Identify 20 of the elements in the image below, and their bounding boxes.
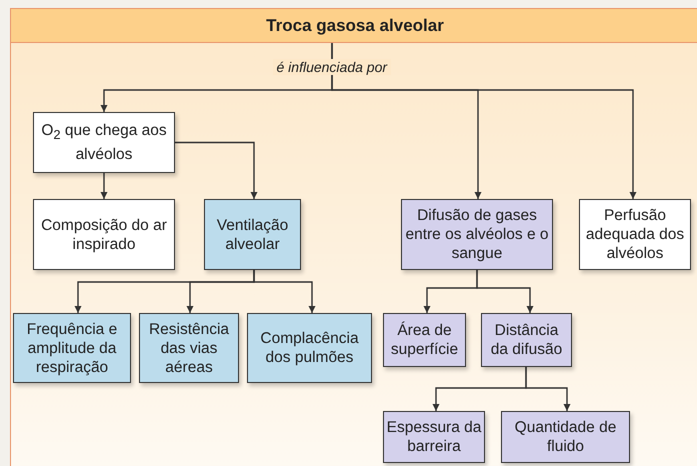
concept-box: Ventilação alveolar [204, 199, 301, 270]
concept-box: Perfusão adequada dos alvéolos [579, 199, 691, 270]
edge-label: é influenciada por [272, 58, 392, 74]
arrow [100, 173, 108, 199]
concept-box: Composição do ar inspirado [33, 199, 175, 270]
concept-box: Espessura da barreira [383, 411, 485, 463]
concept-box: Área de superfície [383, 313, 466, 367]
concept-box: Complacência dos pulmões [247, 313, 372, 383]
arrow [331, 43, 636, 199]
concept-box: O$_{2}$ que chega aos alvéolos [33, 112, 175, 173]
arrow [476, 270, 534, 313]
arrow [175, 142, 258, 199]
concept-box: Distância da difusão [481, 313, 572, 367]
concept-box: Difusão de gases entre os alvéolos e o sangue [401, 199, 553, 270]
concept-box: Quantidade de fluido [501, 411, 630, 463]
concept-box: Resistência das vias aéreas [139, 313, 239, 383]
arrow [525, 367, 570, 411]
concept-box: Frequência e amplitude da respiração [13, 313, 131, 383]
arrow [253, 270, 316, 313]
title-band: Troca gasosa alveolar [11, 9, 697, 43]
